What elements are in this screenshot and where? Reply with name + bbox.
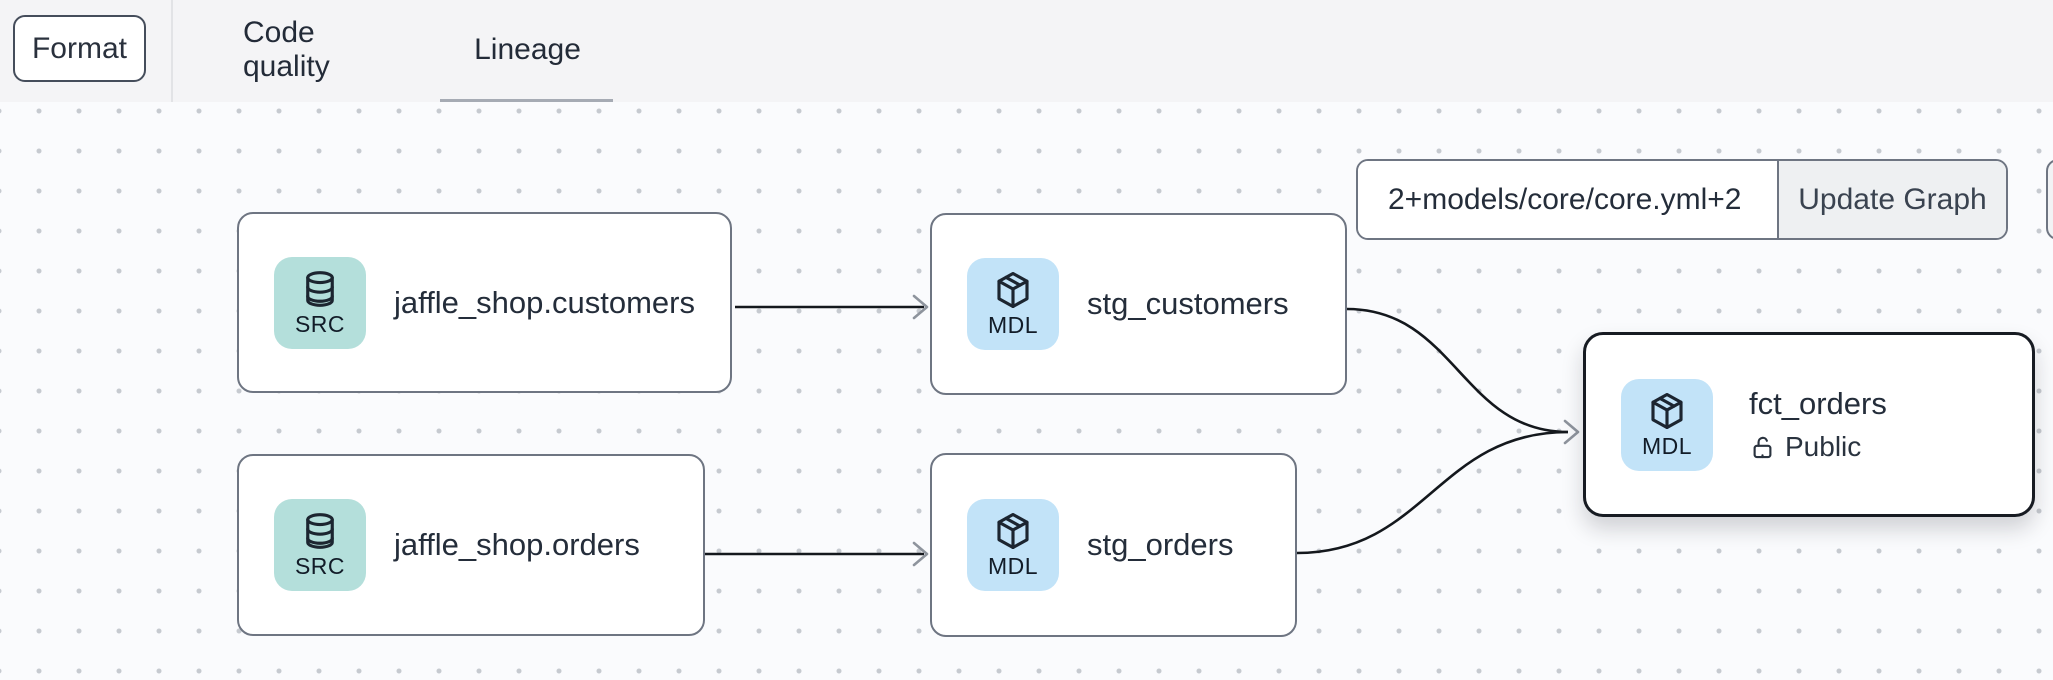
node-label: stg_customers bbox=[1087, 286, 1289, 321]
cube-icon bbox=[997, 512, 1029, 550]
model-badge: MDL bbox=[1621, 378, 1713, 471]
badge-label: MDL bbox=[987, 553, 1039, 579]
tab-lineage[interactable]: Lineage bbox=[474, 33, 581, 66]
unlock-icon bbox=[1753, 436, 1772, 458]
selector-input[interactable] bbox=[1358, 161, 1777, 238]
database-icon bbox=[306, 270, 334, 307]
source-badge: SRC bbox=[274, 499, 366, 591]
node-label: stg_orders bbox=[1087, 527, 1234, 562]
database-icon bbox=[306, 513, 334, 549]
node-label: fct_orders bbox=[1749, 386, 1887, 421]
badge-label: MDL bbox=[987, 312, 1039, 338]
tab-code-quality[interactable]: Code quality bbox=[243, 16, 330, 83]
top-toolbar: Format Code quality Lineage bbox=[0, 0, 2053, 104]
badge-label: MDL bbox=[1641, 432, 1693, 459]
cube-icon bbox=[1651, 392, 1683, 429]
node-label: jaffle_shop.customers bbox=[394, 284, 695, 320]
toolbar-divider bbox=[171, 0, 173, 102]
node-fct-orders-selected[interactable]: MDL fct_orders Public bbox=[1583, 332, 2035, 517]
model-badge: MDL bbox=[967, 499, 1059, 591]
badge-label: SRC bbox=[294, 553, 346, 579]
update-graph-button[interactable]: Update Graph bbox=[1777, 161, 2006, 238]
active-tab-underline bbox=[440, 99, 613, 104]
source-badge: SRC bbox=[274, 256, 366, 349]
access-indicator: Public bbox=[1749, 431, 1887, 463]
badge-label: SRC bbox=[294, 310, 346, 337]
access-label: Public bbox=[1785, 431, 1862, 462]
cropped-button[interactable] bbox=[2046, 159, 2053, 240]
node-jaffle-shop-customers[interactable]: SRC jaffle_shop.customers bbox=[237, 212, 732, 393]
node-stg-customers[interactable]: MDL stg_customers bbox=[930, 213, 1347, 395]
cube-icon bbox=[997, 271, 1029, 309]
model-badge: MDL bbox=[967, 258, 1059, 350]
format-button[interactable]: Format bbox=[13, 15, 146, 82]
graph-selector-group: Update Graph bbox=[1356, 159, 2008, 240]
node-stg-orders[interactable]: MDL stg_orders bbox=[930, 453, 1297, 637]
node-label: jaffle_shop.orders bbox=[394, 527, 640, 562]
node-jaffle-shop-orders[interactable]: SRC jaffle_shop.orders bbox=[237, 454, 705, 636]
